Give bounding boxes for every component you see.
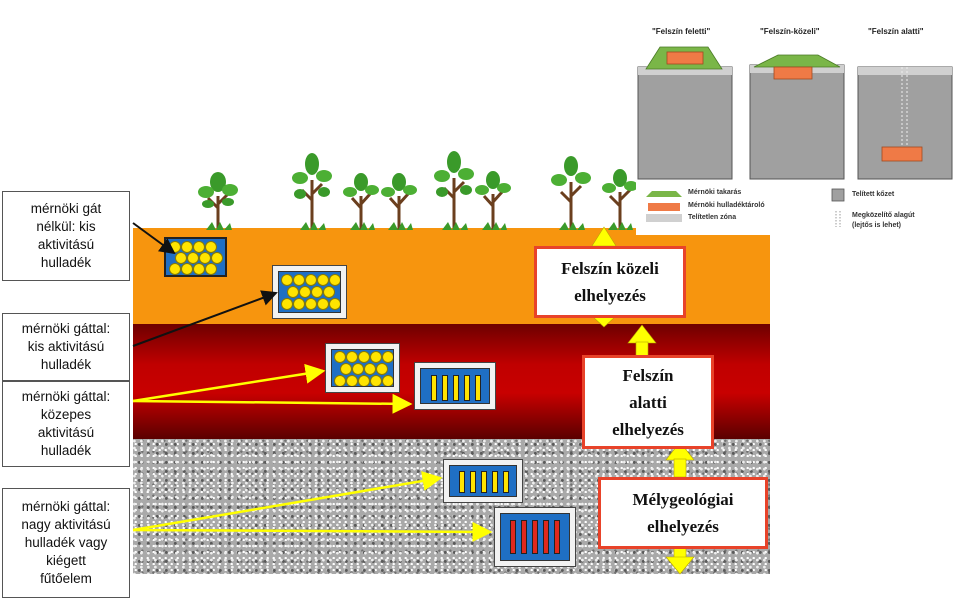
- tree-icon: [198, 172, 238, 230]
- zone-line: elhelyezés: [647, 517, 719, 536]
- label-line: nagy aktivitású: [21, 517, 111, 532]
- label-line: mérnöki gáttal:: [21, 389, 111, 404]
- label-line: nélkül: kis: [36, 219, 96, 234]
- label-barrier-low: mérnöki gáttal: kis aktivitású hulladék: [2, 313, 130, 381]
- pointer-no-barrier-low: [132, 222, 176, 255]
- tree-icon: [602, 169, 638, 230]
- container-barrier-low-2: [325, 343, 400, 393]
- label-line: hulladék vagy: [24, 535, 108, 550]
- label-line: fűtőelem: [40, 571, 92, 586]
- inset-repository-types: "Felszín feletti" "Felszín-közeli" "Fels…: [636, 23, 958, 235]
- label-barrier-high: mérnöki gáttal: nagy aktivitású hulladék…: [2, 488, 130, 598]
- label-barrier-intermediate: mérnöki gáttal: közepes aktivitású hulla…: [2, 381, 130, 467]
- label-line: közepes: [40, 407, 92, 422]
- label-line: hulladék: [40, 357, 92, 372]
- container-intermediate-2: [443, 459, 523, 503]
- tree-icon: [381, 173, 417, 230]
- inset-title-below: "Felszín alatti": [868, 27, 924, 36]
- label-line: mérnöki gáttal:: [21, 321, 111, 336]
- inset-drawing: [637, 46, 953, 227]
- container-no-barrier-low: [164, 237, 227, 277]
- label-line: hulladék: [40, 443, 92, 458]
- zone-deep-geological: Mélygeológiai elhelyezés: [598, 477, 768, 549]
- label-line: aktivitású: [37, 425, 95, 440]
- legend-unsaturated-zone: Telítetlen zóna: [688, 214, 737, 221]
- pointer-intermediate-1: [132, 363, 326, 403]
- zone-line: Felszín: [622, 365, 674, 385]
- zone-line: alatti: [629, 392, 667, 412]
- zone-line: Felszín közeli: [561, 259, 659, 278]
- pointer-barrier-low: [132, 290, 278, 347]
- label-line: mérnöki gáttal:: [21, 499, 111, 514]
- zone-line: elhelyezés: [574, 286, 646, 305]
- zone-near-surface: Felszín közeli elhelyezés: [534, 246, 686, 318]
- legend-saturated-rock: Telített kőzet: [852, 191, 895, 198]
- tree-icon: [292, 153, 332, 230]
- label-line: mérnöki gát: [30, 201, 102, 216]
- inset-title-near: "Felszín-közeli": [760, 27, 820, 36]
- pointer-intermediate-2: [132, 393, 413, 414]
- pointer-high-1: [132, 471, 443, 532]
- legend-engineered-repository: Mérnöki hulladéktároló: [688, 202, 765, 209]
- legend-access-tunnel-note: (lejtős is lehet): [852, 222, 902, 229]
- label-line: hulladék: [40, 255, 92, 270]
- tree-icon: [434, 151, 474, 230]
- label-no-barrier-low: mérnöki gát nélkül: kis aktivitású hulla…: [2, 191, 130, 281]
- tree-icon: [475, 171, 511, 230]
- label-line: aktivitású: [37, 237, 95, 252]
- zone-subsurface: Felszín alatti elhelyezés: [582, 355, 714, 449]
- pointer-high-2: [132, 521, 493, 542]
- container-intermediate-1: [414, 362, 496, 410]
- inset-title-above: "Felszín feletti": [652, 27, 711, 36]
- zone-line: elhelyezés: [612, 419, 684, 439]
- label-line: kiégett: [46, 553, 86, 568]
- legend-access-tunnel: Megközelítő alagút: [852, 212, 915, 219]
- container-high-activity: [494, 507, 576, 567]
- tree-icon: [551, 156, 591, 230]
- legend-engineered-cover: Mérnöki takarás: [688, 189, 742, 196]
- tree-icon: [343, 173, 379, 230]
- label-line: kis aktivitású: [27, 339, 105, 354]
- zone-line: Mélygeológiai: [632, 490, 734, 509]
